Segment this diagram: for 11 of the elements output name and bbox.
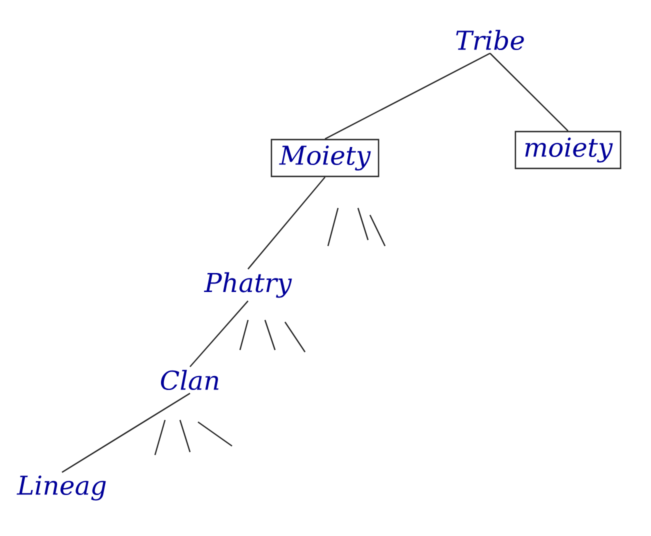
boxed-label: Moiety (270, 138, 380, 178)
branch-line (490, 52, 568, 132)
branch-line (324, 52, 490, 140)
handwritten-label: Clan (160, 370, 218, 390)
branch-line (248, 176, 326, 270)
handwritten-label: Tribe (456, 30, 524, 50)
handwritten-label: Lineag (16, 476, 106, 500)
boxed-label: moiety (514, 130, 622, 170)
branch-line (190, 300, 248, 368)
branch-line (62, 392, 190, 473)
handwritten-label: Phatry (204, 272, 292, 298)
